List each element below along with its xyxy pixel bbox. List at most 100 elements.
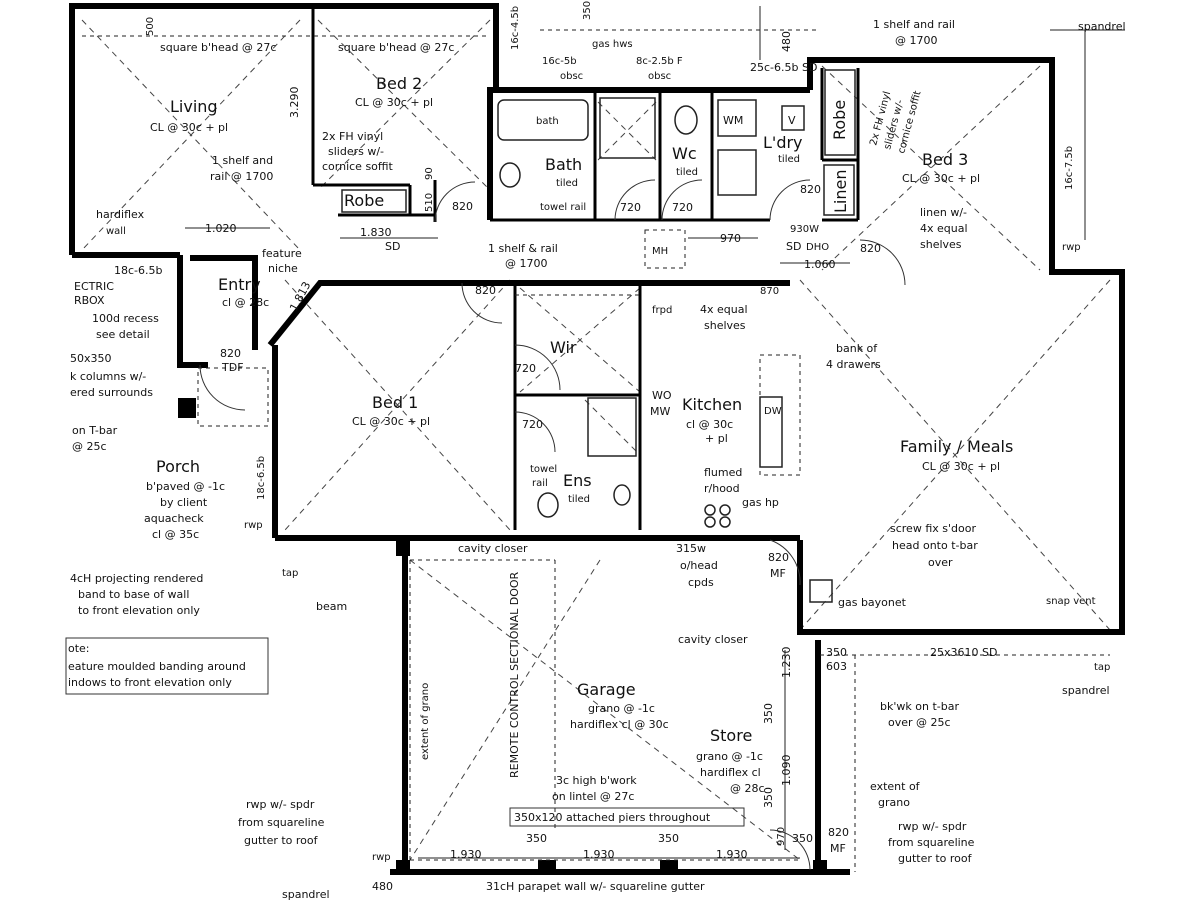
dim-1930-a: 1.930 <box>450 848 482 861</box>
dim-18c65b: 18c-6.5b <box>114 264 163 277</box>
note-mf: MF <box>770 567 786 580</box>
note-screw-2: head onto t-bar <box>892 539 978 552</box>
note-mw: MW <box>650 405 670 418</box>
dim-90: 90 <box>424 167 435 180</box>
note-mh: MH <box>652 246 668 257</box>
room-bed2: Bed 2 <box>376 74 422 93</box>
dim-970-v: 970 <box>776 827 787 846</box>
dim-16c75b: 16c-7.5b <box>1064 146 1075 190</box>
note-bulkhead1: square b'head @ 27c <box>160 41 276 54</box>
note-hardiflex-2: wall <box>106 226 126 237</box>
room-ens-finish: tiled <box>568 494 590 505</box>
note-remote-door: REMOTE CONTROL SECTIONAL DOOR <box>508 571 521 778</box>
note-ohead-1: o/head <box>680 559 718 572</box>
room-ens: Ens <box>563 471 592 490</box>
room-garage-l1: grano @ -1c <box>588 702 655 715</box>
dim-1230: 1.230 <box>780 647 793 679</box>
room-porch-l1: b'paved @ -1c <box>146 480 225 493</box>
door-swings <box>199 179 906 871</box>
room-bed1: Bed 1 <box>372 393 418 412</box>
note-cavity-closer-2: cavity closer <box>678 633 748 646</box>
note-towel-rail-2: towel <box>530 464 557 475</box>
note-projecting-3: to front elevation only <box>78 604 200 617</box>
linen-cupboard <box>823 164 855 216</box>
note-high-bwork-2: on lintel @ 27c <box>552 790 634 803</box>
note-tap-2: tap <box>1094 662 1110 673</box>
dim-350-top: 350 <box>582 1 593 20</box>
note-gas-hws: gas hws <box>592 39 633 50</box>
note-rwp-1: rwp w/- spdr <box>898 820 967 833</box>
dim-510: 510 <box>424 193 435 212</box>
note-towel-rail: towel rail <box>540 202 586 213</box>
note-box-1: ote: <box>68 642 90 655</box>
dim-720-ens: 720 <box>522 418 543 431</box>
room-bed1-ceiling: CL @ 30c + pl <box>352 415 430 428</box>
note-linen-3: shelves <box>920 238 962 251</box>
note-parapet: 31cH parapet wall w/- squareline gutter <box>486 880 705 893</box>
room-wc: Wc <box>672 144 697 163</box>
note-box-2: eature moulded banding around <box>68 660 246 673</box>
dim-820-bed2: 820 <box>452 200 473 213</box>
bathtub <box>497 99 589 141</box>
wc-toilet <box>674 105 698 135</box>
dim-1830: 1.830 <box>360 226 392 239</box>
note-screw-1: screw fix s'door <box>890 522 976 535</box>
room-store-l3: @ 28c <box>730 782 765 795</box>
note-frpd: frpd <box>652 305 672 316</box>
note-tbar-1: on T-bar <box>72 424 118 437</box>
note-rwp-small2: rwp <box>244 520 263 531</box>
note-gas-hp: gas hp <box>742 496 779 509</box>
note-screw-3: over <box>928 556 953 569</box>
room-bath-finish: tiled <box>556 178 578 189</box>
dim-820-fam: 820 <box>860 242 881 255</box>
note-rwp-l1: rwp w/- spdr <box>246 798 315 811</box>
dim-350-f: 350 <box>762 787 775 808</box>
dim-603: 603 <box>826 660 847 673</box>
note-electric-2: RBOX <box>74 294 105 307</box>
room-bed3-ceiling: CL @ 30c + pl <box>902 172 980 185</box>
note-drawers-1: bank of <box>836 342 878 355</box>
note-spandrel-r: spandrel <box>1062 684 1110 697</box>
dim-1020: 1.020 <box>205 222 237 235</box>
note-shelf-living-2: rail @ 1700 <box>210 170 273 183</box>
note-beam: beam <box>316 600 347 613</box>
dim-350-d: 350 <box>658 832 679 845</box>
room-bed2-ceiling: CL @ 30c + pl <box>355 96 433 109</box>
room-kitchen-ceiling2: + pl <box>705 432 728 445</box>
note-recess-1: 100d recess <box>92 312 159 325</box>
note-col-2: k columns w/- <box>70 370 146 383</box>
room-store: Store <box>710 726 752 745</box>
dim-350-e: 350 <box>762 703 775 724</box>
note-fh-vinyl-3: cornice soffit <box>322 160 394 173</box>
room-laundry-finish: tiled <box>778 154 800 165</box>
walls <box>69 3 1125 875</box>
ens-basin <box>613 484 631 506</box>
note-cavity-closer-1: cavity closer <box>458 542 528 555</box>
note-fh-vinyl-2: sliders w/- <box>328 145 384 158</box>
room-store-l1: grano @ -1c <box>696 750 763 763</box>
room-wc-finish: tiled <box>676 167 698 178</box>
dim-480-b: 480 <box>372 880 393 893</box>
room-porch: Porch <box>156 457 200 476</box>
note-sd-top: 25c-6.5b SD <box>750 61 817 74</box>
note-feature-niche-2: niche <box>268 262 298 275</box>
dimension-lines <box>185 6 1125 859</box>
note-rwp-small: rwp <box>1062 242 1081 253</box>
dashed-lines <box>82 29 1110 872</box>
note-equal-shelves-1: 4x equal <box>700 303 748 316</box>
robe3-rail <box>824 69 856 156</box>
note-tbar-bk-2: over @ 25c <box>888 716 951 729</box>
note-sd-3610: 25x3610 SD <box>930 646 997 659</box>
note-bulkhead2: square b'head @ 27c <box>338 41 454 54</box>
room-porch-l3: aquacheck <box>144 512 204 525</box>
room-family-ceiling: CL @ 30c + pl <box>922 460 1000 473</box>
note-linen-1: linen w/- <box>920 206 967 219</box>
note-high-bwork-1: 3c high b'work <box>556 774 637 787</box>
fixtures <box>341 69 856 603</box>
room-robe3: Robe <box>830 100 849 140</box>
note-linen-2: 4x equal <box>920 222 968 235</box>
room-porch-l4: cl @ 35c <box>152 528 199 541</box>
washing-machine <box>717 99 757 137</box>
note-flumed-1: flumed <box>704 466 742 479</box>
